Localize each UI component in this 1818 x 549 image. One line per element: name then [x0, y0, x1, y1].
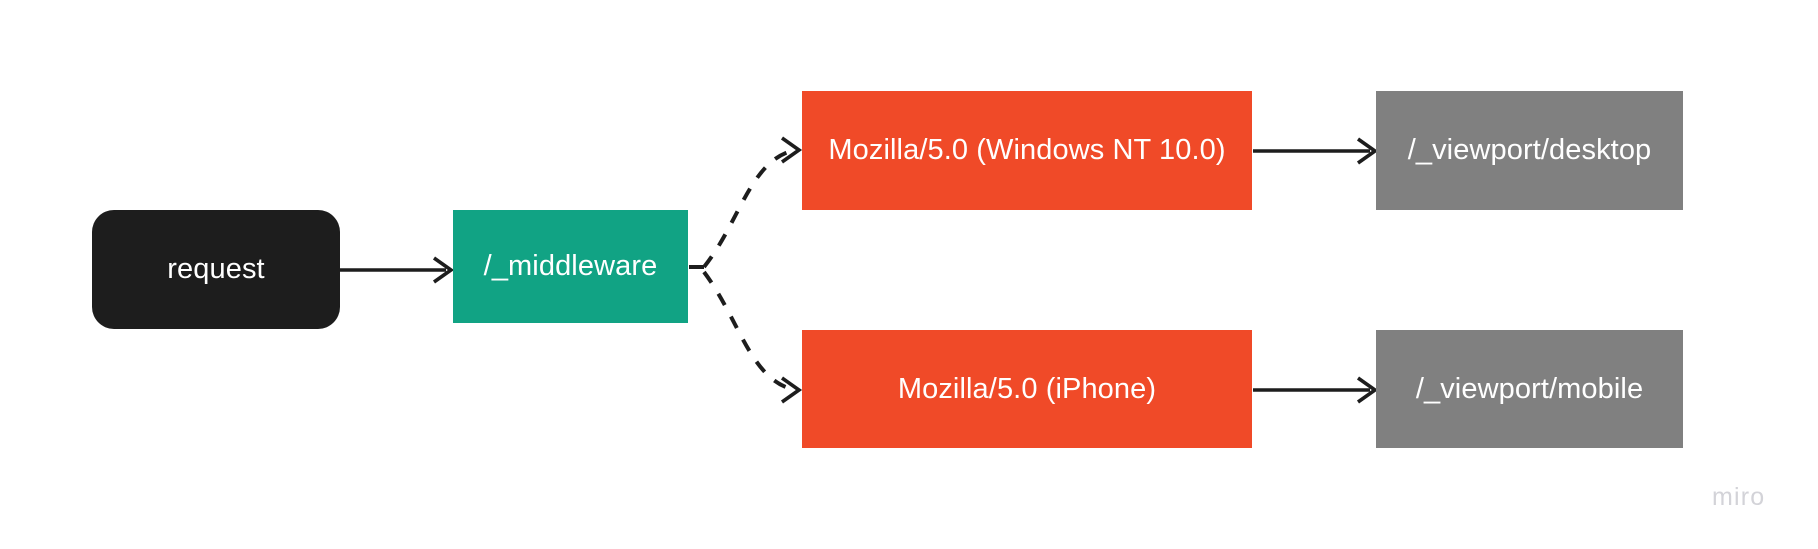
- node-middleware-label: /_middleware: [483, 250, 658, 283]
- node-request-label: request: [167, 253, 265, 286]
- node-user-agent-mobile[interactable]: Mozilla/5.0 (iPhone): [802, 330, 1252, 448]
- node-viewport-mobile-label: /_viewport/mobile: [1415, 372, 1644, 405]
- node-user-agent-desktop-label: Mozilla/5.0 (Windows NT 10.0): [828, 134, 1226, 167]
- edge-ua-desktop-to-viewport-desktop: [1253, 137, 1379, 165]
- edge-middleware-to-ua-mobile: [702, 270, 803, 404]
- edge-middleware-to-ua-desktop: [689, 136, 803, 269]
- node-request[interactable]: request: [92, 210, 340, 329]
- node-middleware[interactable]: /_middleware: [453, 210, 688, 323]
- node-viewport-desktop[interactable]: /_viewport/desktop: [1376, 91, 1683, 210]
- node-user-agent-mobile-label: Mozilla/5.0 (iPhone): [897, 372, 1157, 405]
- edge-request-to-middleware: [340, 256, 455, 284]
- node-viewport-mobile[interactable]: /_viewport/mobile: [1376, 330, 1683, 448]
- node-user-agent-desktop[interactable]: Mozilla/5.0 (Windows NT 10.0): [802, 91, 1252, 210]
- edge-ua-mobile-to-viewport-mobile: [1253, 376, 1379, 404]
- miro-watermark: miro: [1712, 483, 1766, 511]
- node-viewport-desktop-label: /_viewport/desktop: [1407, 134, 1652, 167]
